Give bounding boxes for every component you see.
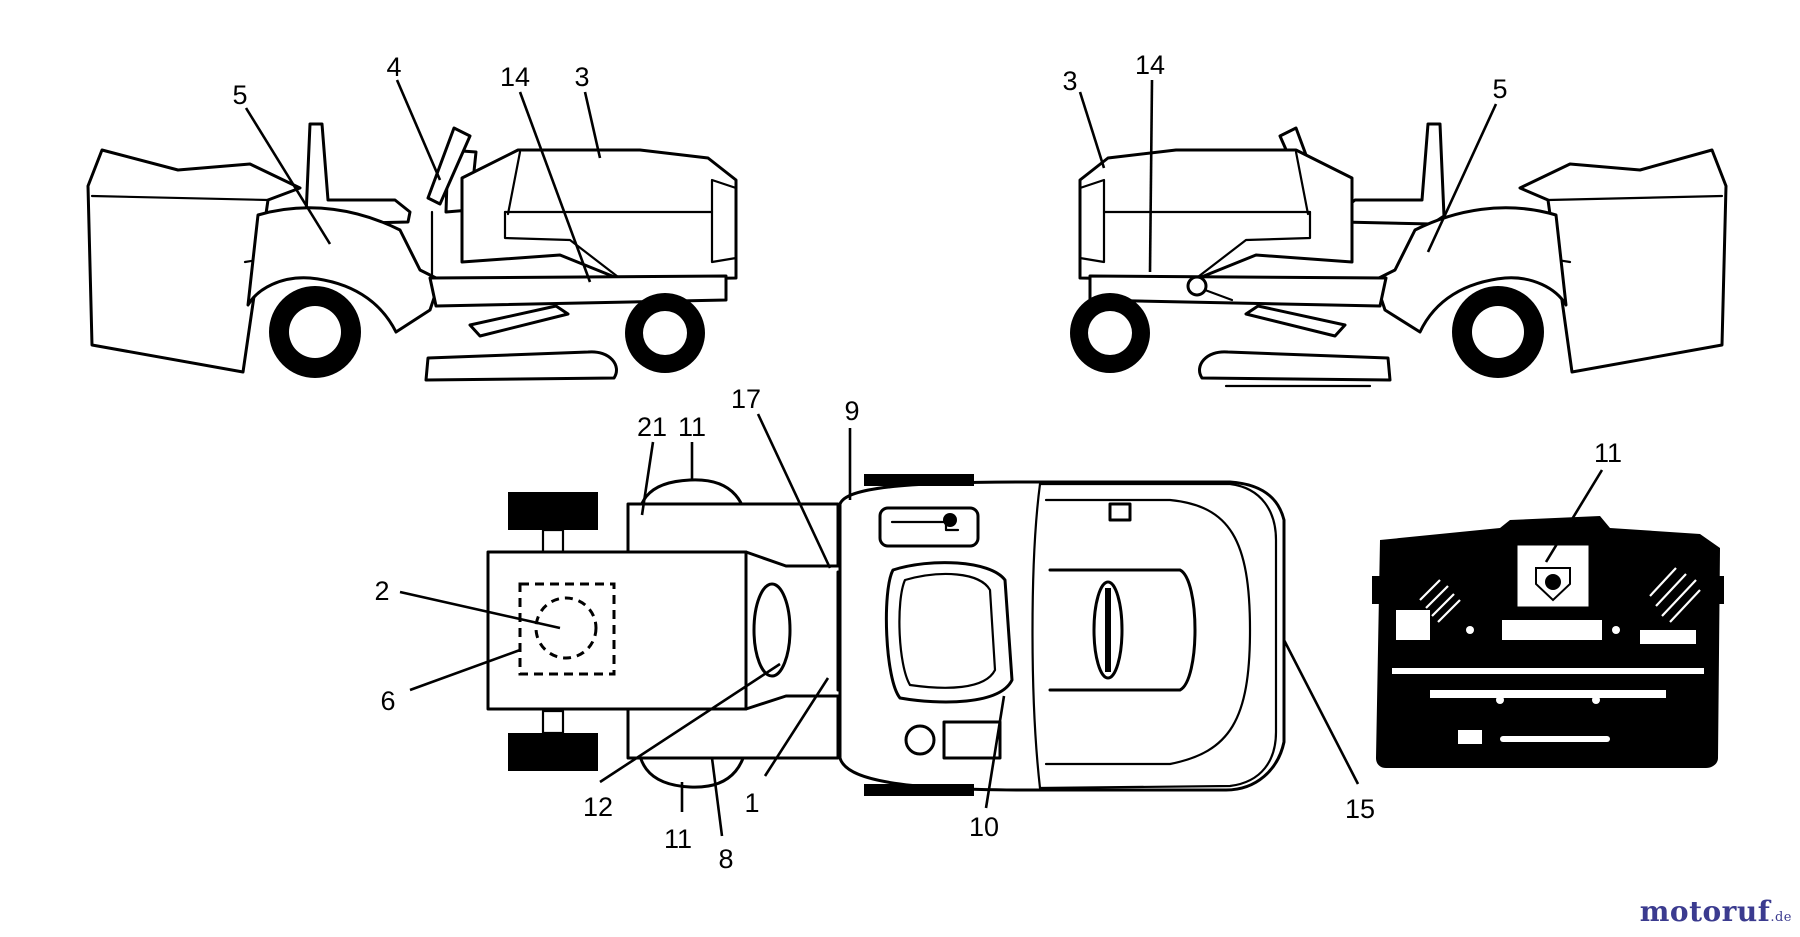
label-area-dashed [518, 582, 616, 676]
callout-11-panel: 11 [1594, 438, 1622, 468]
panel-body [1376, 516, 1720, 768]
seat-right [1338, 122, 1446, 226]
control-panel [1372, 516, 1724, 768]
callout-15: 15 [1345, 794, 1375, 824]
watermark-name: motoruf [1639, 895, 1771, 928]
tractor-left-side-view [86, 122, 738, 382]
callout-1: 1 [744, 788, 759, 818]
tractor-right-side-view [1070, 122, 1728, 388]
panel-hatch-left [1419, 579, 1461, 623]
callout-14-left: 14 [500, 62, 530, 92]
leader-lines [244, 79, 1604, 837]
cup-holder [904, 724, 936, 756]
hood [460, 148, 738, 282]
callout-11-top: 11 [678, 412, 706, 442]
callout-21: 21 [637, 412, 667, 442]
callout-14-right: 14 [1135, 50, 1165, 80]
panel-hatch-right [1649, 567, 1701, 623]
rear-fender [246, 206, 442, 334]
mower-deck-right [1198, 350, 1392, 382]
watermark-logo: motoruf.de [1640, 895, 1792, 928]
callout-10: 10 [969, 812, 999, 842]
gear-lever-plate [878, 506, 980, 548]
seat-top [884, 561, 1014, 704]
hood-right [1078, 148, 1354, 282]
bag-tire-top [508, 492, 598, 530]
bag-top [486, 550, 748, 711]
callout-11-bottom: 11 [664, 824, 692, 854]
callout-2: 2 [374, 576, 389, 606]
callout-3-left: 3 [574, 62, 589, 92]
callout-5-left: 5 [232, 80, 247, 110]
callout-12: 12 [583, 792, 613, 822]
callout-3-right: 3 [1062, 66, 1077, 96]
callout-labels: 5 4 14 3 3 14 5 21 11 17 9 2 6 12 1 11 8… [232, 50, 1622, 874]
callout-17: 17 [731, 384, 761, 414]
watermark-tld: .de [1770, 910, 1792, 925]
callout-5-right: 5 [1492, 74, 1507, 104]
callout-6: 6 [380, 686, 395, 716]
mower-deck [424, 350, 618, 382]
bag-tire-bottom [508, 733, 598, 771]
callout-9: 9 [844, 396, 859, 426]
callout-4: 4 [386, 52, 401, 82]
callout-8: 8 [718, 844, 733, 874]
tractor-top-view [486, 474, 1286, 796]
